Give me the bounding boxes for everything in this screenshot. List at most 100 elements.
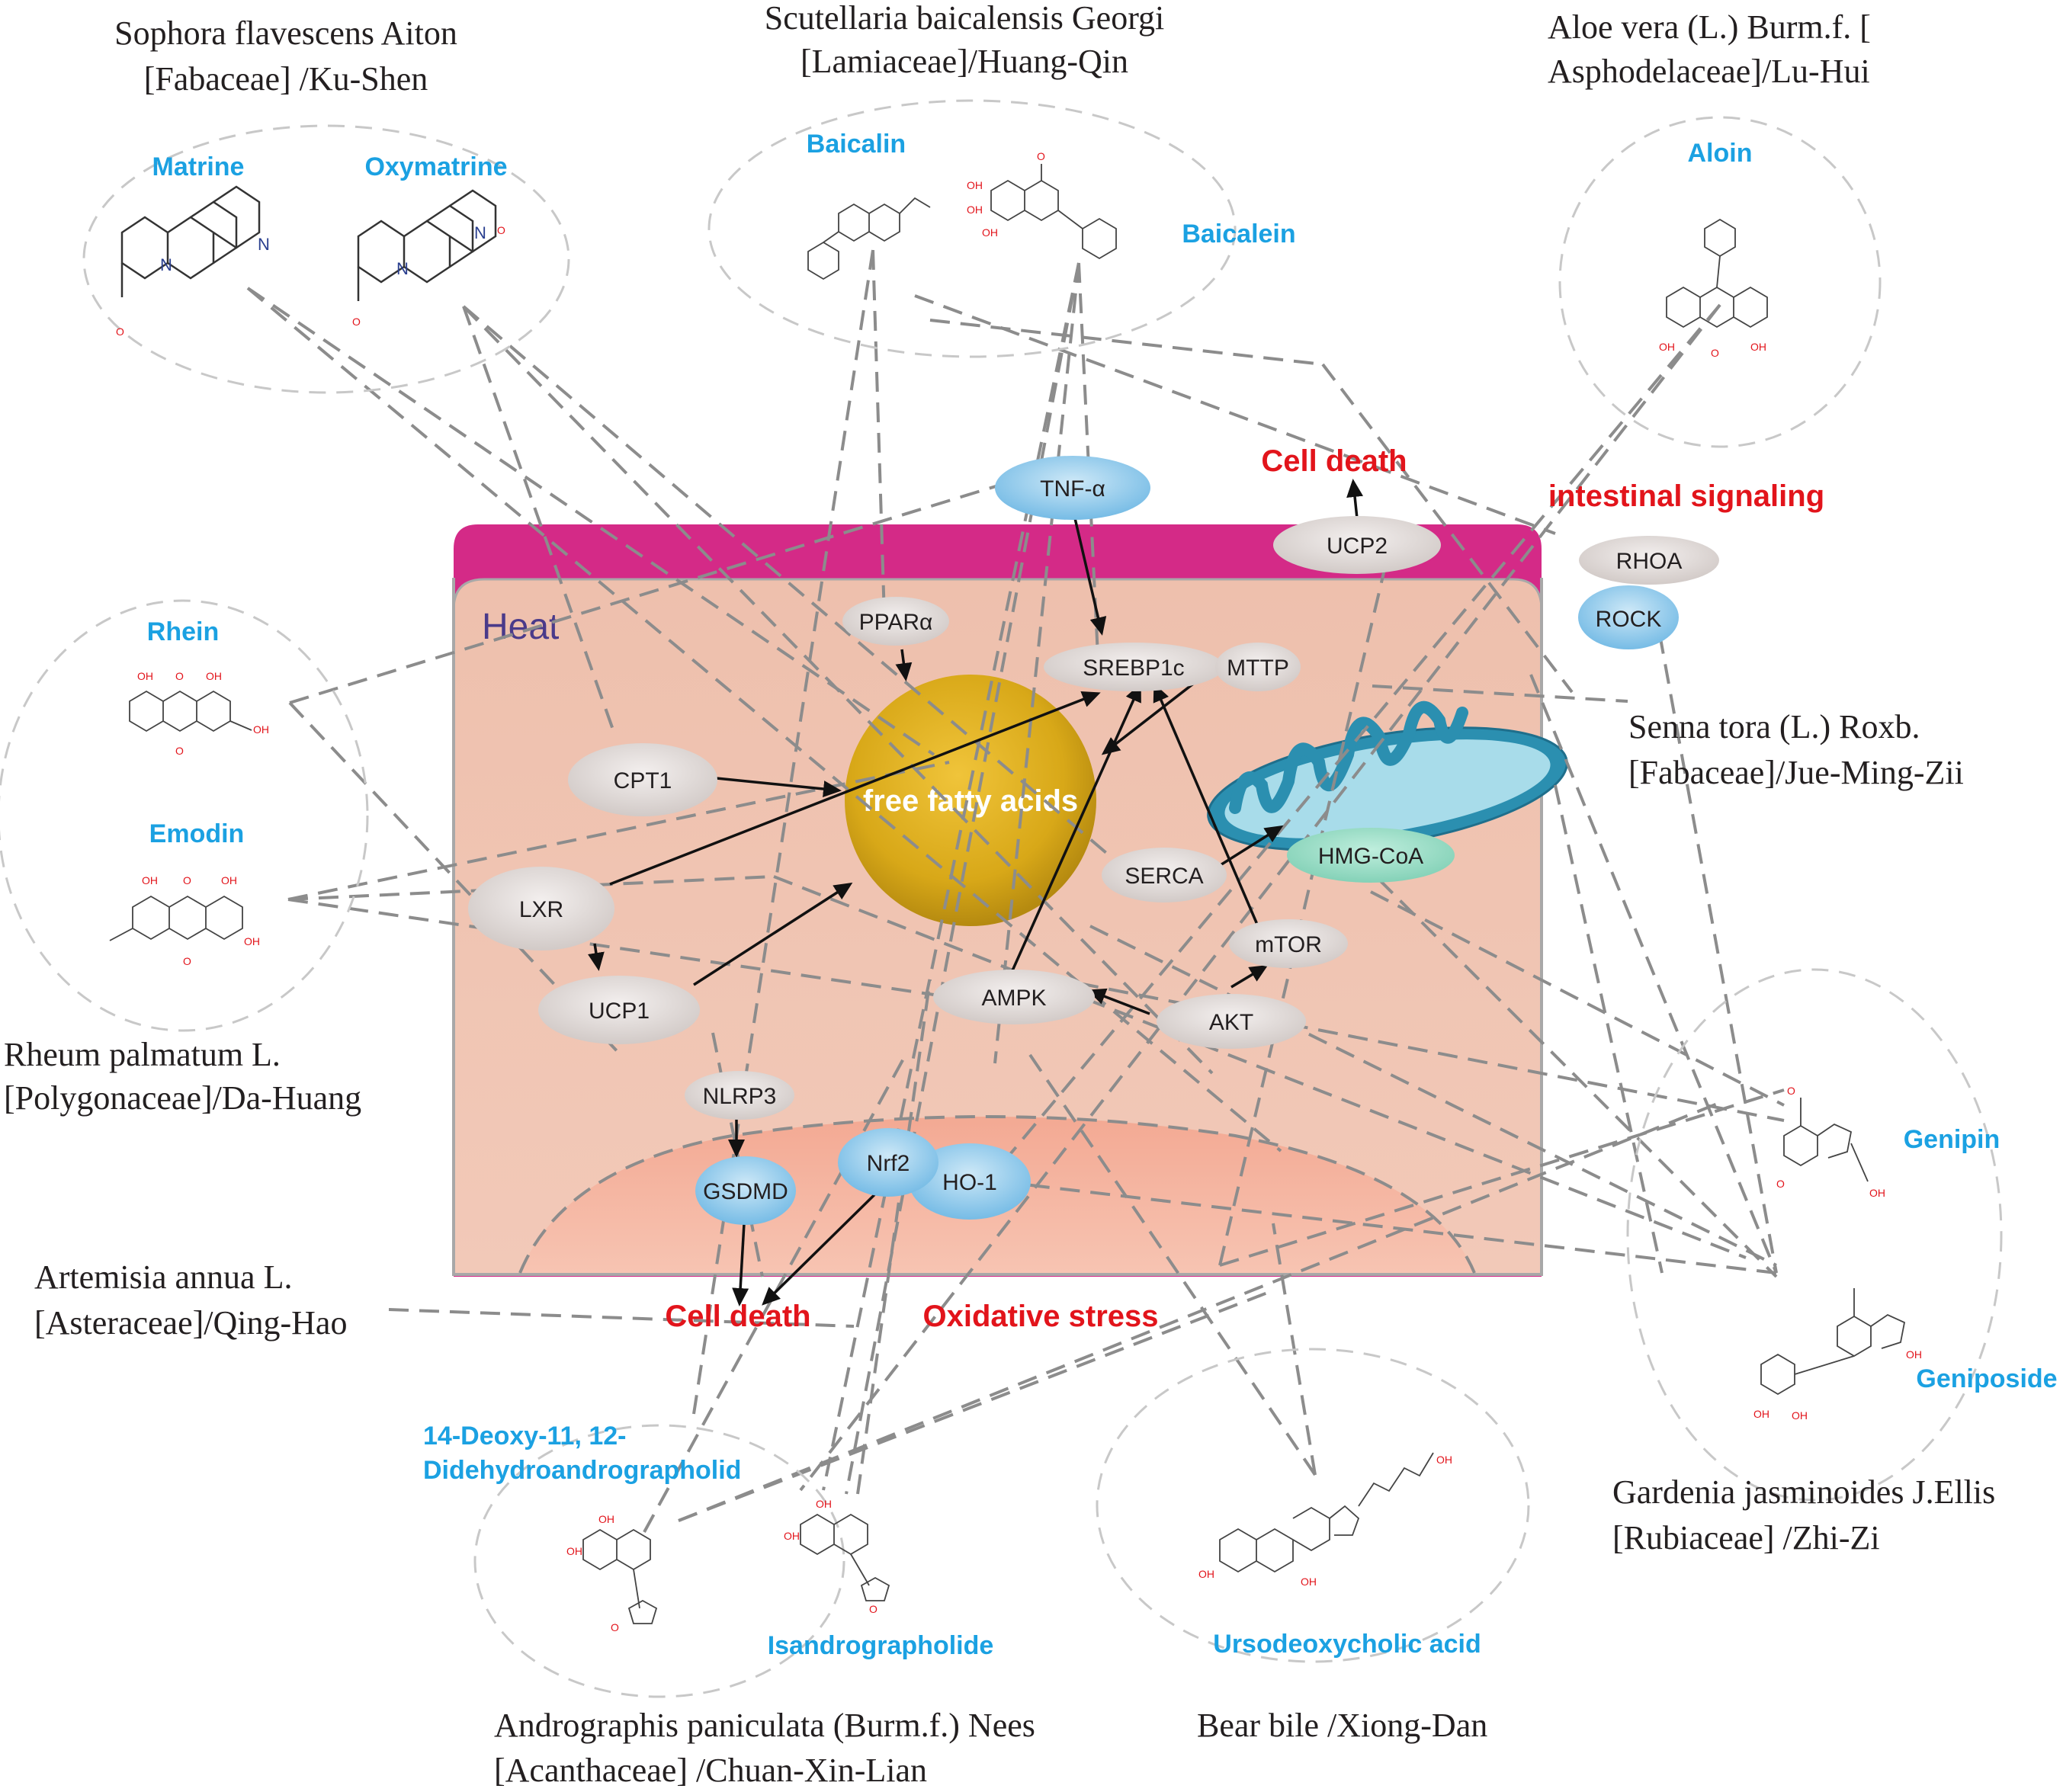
aloin-structure: OH O OH (1659, 218, 1768, 359)
event-cell-death-top: Cell death (1261, 444, 1407, 478)
svg-text:OH: OH (982, 226, 998, 239)
plant-rheum-line1: Rheum palmatum L. (4, 1036, 281, 1073)
svg-text:OH: OH (598, 1513, 614, 1525)
event-cell-death-bottom: Cell death (665, 1300, 810, 1333)
svg-text:LXR: LXR (519, 897, 563, 922)
plant-aloe-line1: Aloe vera (L.) Burm.f. [ (1548, 8, 1871, 46)
compound-udca: Ursodeoxycholic acid (1213, 1630, 1481, 1659)
plant-sophora-line2: [Fabaceae] /Ku-Shen (144, 60, 428, 98)
compound-genipin: Genipin (1904, 1125, 2000, 1154)
protein-mttp: MTTP (1215, 643, 1301, 691)
protein-nrf2: Nrf2 (838, 1128, 938, 1197)
svg-text:MTTP: MTTP (1227, 656, 1289, 681)
protein-rock: ROCK (1578, 585, 1679, 649)
svg-text:N: N (258, 235, 270, 254)
svg-text:O: O (1711, 347, 1719, 359)
svg-text:OH: OH (1436, 1454, 1452, 1466)
plant-senna-line2: [Fabaceae]/Jue-Ming-Zii (1628, 754, 1964, 791)
svg-text:OH: OH (137, 670, 153, 682)
protein-nlrp3: NLRP3 (685, 1071, 794, 1120)
regulatory-arrows (588, 479, 1364, 1306)
svg-text:HO-1: HO-1 (942, 1170, 997, 1195)
cell: Heat free fatty acids (246, 249, 1785, 1533)
genipin-structure: O O OH (1776, 1085, 1885, 1199)
svg-text:O: O (497, 224, 505, 236)
svg-text:OH: OH (1198, 1568, 1214, 1580)
rhein-structure: OH O OH O OH (129, 670, 269, 757)
svg-text:OH: OH (221, 874, 237, 886)
plant-rheum-line2: [Polygonaceae]/Da-Huang (4, 1079, 361, 1117)
svg-text:GSDMD: GSDMD (703, 1179, 788, 1204)
protein-rhoa: RHOA (1579, 536, 1719, 585)
emodin-structure: OH O OH O OH (109, 874, 260, 967)
protein-srebp1c: SREBP1c (1044, 643, 1224, 691)
baicalein-structure: O OH OH OH (967, 150, 1117, 260)
svg-text:O: O (183, 955, 191, 967)
svg-text:O: O (1776, 1178, 1785, 1190)
plant-aloe-line2: Asphodelaceae]/Lu-Hui (1548, 53, 1870, 90)
svg-text:OH: OH (967, 204, 983, 216)
plant-andrographis-line2: [Acanthaceae] /Chuan-Xin-Lian (494, 1752, 927, 1789)
plant-senna-line1: Senna tora (L.) Roxb. (1628, 708, 1920, 745)
svg-text:ROCK: ROCK (1596, 607, 1662, 632)
svg-text:O: O (175, 670, 184, 682)
svg-text:O: O (1037, 150, 1045, 162)
protein-cpt1: CPT1 (568, 743, 717, 816)
svg-text:OH: OH (206, 670, 222, 682)
protein-mtor: mTOR (1229, 919, 1348, 968)
plant-gardenia-line2: [Rubiaceae] /Zhi-Zi (1612, 1519, 1880, 1556)
plant-scutellaria-line2: [Lamiaceae]/Huang-Qin (800, 43, 1128, 80)
heat-label: Heat (482, 607, 559, 647)
plant-scutellaria-line1: Scutellaria baicalensis Georgi (765, 0, 1165, 37)
svg-text:mTOR: mTOR (1255, 932, 1322, 957)
compound-geniposide: Geniposide (1916, 1364, 2057, 1393)
svg-text:O: O (611, 1621, 619, 1633)
svg-text:TNF-α: TNF-α (1040, 476, 1105, 502)
svg-text:AKT: AKT (1209, 1010, 1253, 1035)
plant-artemisia-line2: [Asteraceae]/Qing-Hao (34, 1304, 347, 1342)
plant-artemisia-line1: Artemisia annua L. (34, 1258, 292, 1296)
svg-text:N: N (160, 255, 172, 274)
svg-text:NLRP3: NLRP3 (703, 1084, 777, 1109)
protein-gsdmd: GSDMD (695, 1156, 796, 1225)
compound-baicalin: Baicalin (807, 130, 906, 159)
svg-text:OH: OH (1659, 341, 1675, 353)
svg-text:Nrf2: Nrf2 (867, 1151, 910, 1176)
svg-text:O: O (116, 325, 124, 338)
andrographis-compound-group (473, 1424, 845, 1698)
plant-bearbile: Bear bile /Xiong-Dan (1197, 1707, 1487, 1744)
compound-emodin: Emodin (149, 819, 245, 848)
bearbile-compound-group (1096, 1348, 1530, 1663)
aloe-compound-group (1558, 116, 1882, 448)
svg-text:O: O (869, 1603, 877, 1615)
svg-text:CPT1: CPT1 (614, 768, 672, 793)
svg-text:OH: OH (244, 935, 260, 947)
svg-text:N: N (396, 259, 409, 278)
deoxy-andrographolide-structure: OH OH O (566, 1513, 658, 1633)
gardenia-compound-group (1626, 968, 2003, 1502)
matrine-structure: O N N (116, 185, 270, 338)
event-intestinal-signaling: intestinal signaling (1548, 479, 1824, 513)
compound-rhein: Rhein (147, 617, 219, 646)
svg-text:OH: OH (816, 1498, 832, 1510)
svg-text:O: O (352, 316, 361, 328)
nuclear-envelope (518, 1115, 1476, 1274)
plant-sophora-line1: Sophora flavescens Aiton (114, 14, 457, 52)
svg-text:SERCA: SERCA (1125, 864, 1203, 889)
scutellaria-compound-group (707, 99, 1237, 358)
protein-serca: SERCA (1102, 848, 1227, 902)
svg-text:OH: OH (1753, 1408, 1769, 1420)
svg-text:OH: OH (1792, 1409, 1808, 1422)
oxymatrine-structure: O N N O (352, 189, 505, 328)
svg-text:OH: OH (253, 723, 269, 736)
svg-text:UCP1: UCP1 (589, 999, 650, 1024)
compound-isandrographolide: Isandrographolide (768, 1631, 994, 1660)
svg-text:OH: OH (1906, 1348, 1922, 1361)
compound-baicalein: Baicalein (1182, 220, 1295, 248)
svg-text:PPARα: PPARα (859, 610, 933, 635)
compound-deoxy-line1: 14-Deoxy-11, 12- (423, 1422, 627, 1451)
svg-text:OH: OH (1750, 341, 1766, 353)
plant-gardenia-line1: Gardenia jasminoides J.Ellis (1612, 1473, 1995, 1511)
rheum-compound-group (0, 599, 369, 1032)
